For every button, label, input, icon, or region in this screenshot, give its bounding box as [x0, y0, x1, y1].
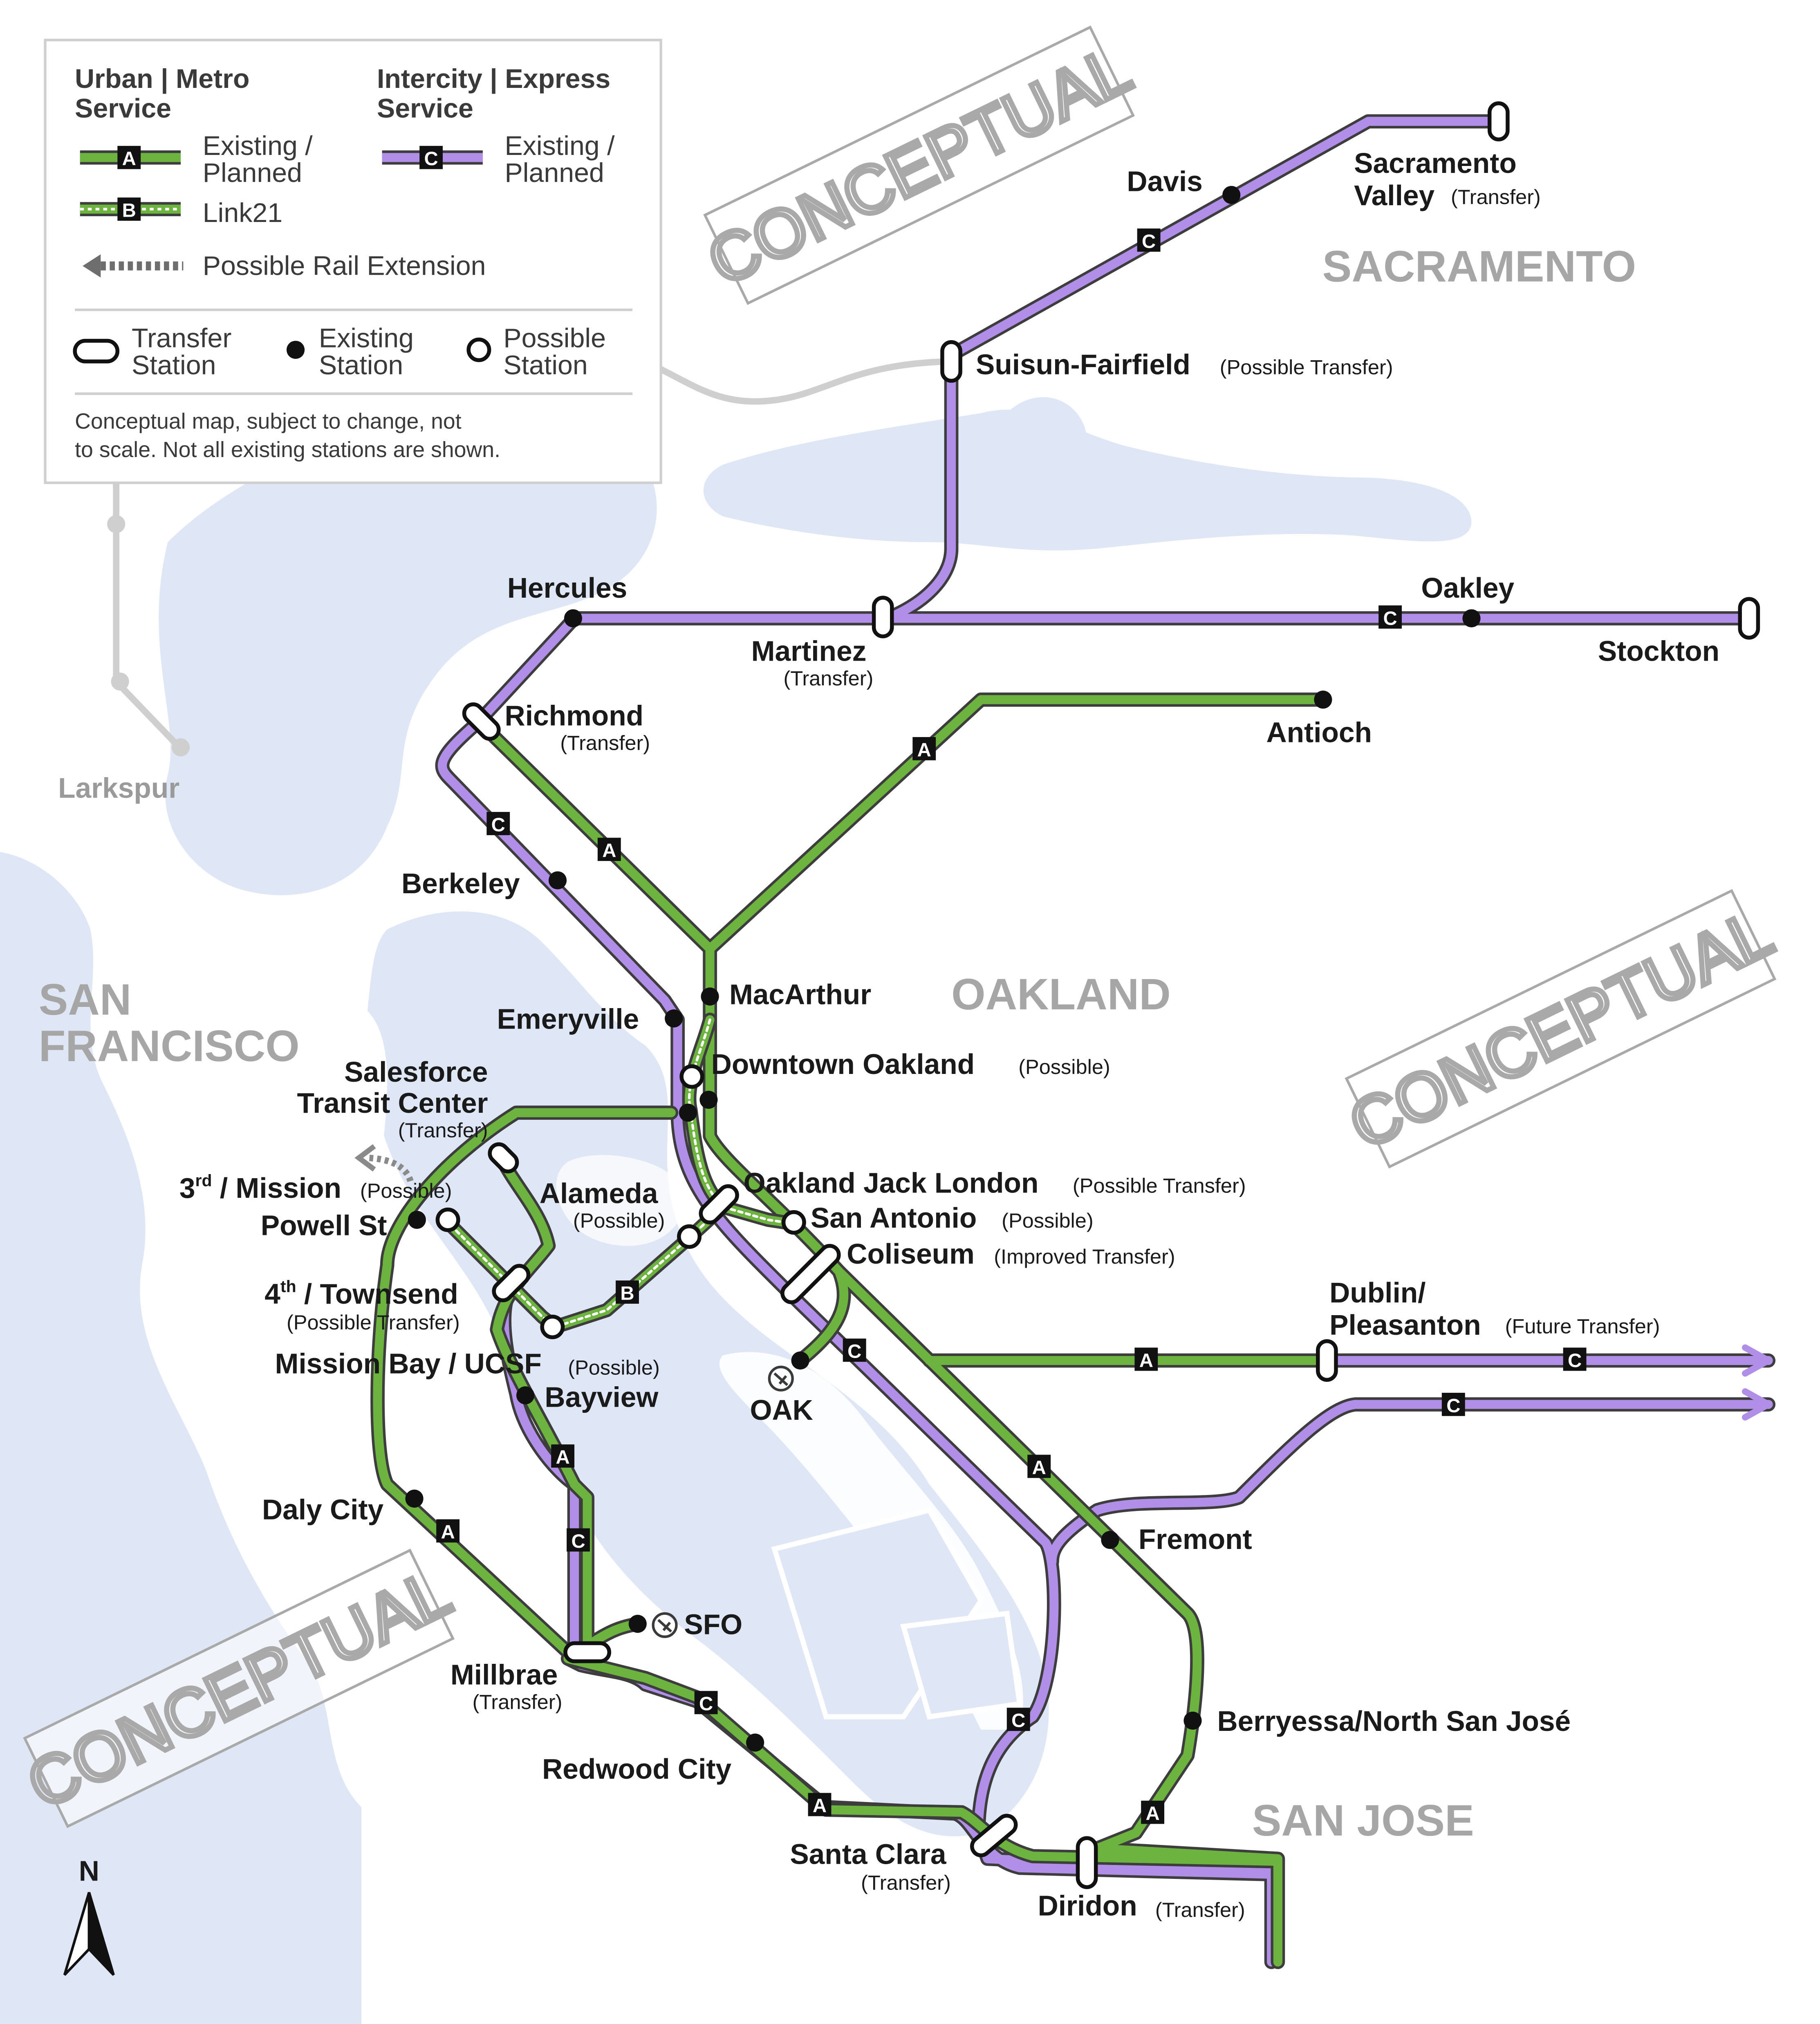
svg-text:A: A — [813, 1795, 827, 1817]
svg-text:C: C — [847, 1341, 861, 1363]
svg-text:Antioch: Antioch — [1266, 717, 1372, 749]
svg-text:C: C — [699, 1693, 713, 1715]
svg-text:Alameda: Alameda — [540, 1177, 659, 1209]
svg-text:(Possible Transfer): (Possible Transfer) — [1220, 356, 1393, 379]
svg-text:(Improved Transfer): (Improved Transfer) — [994, 1245, 1175, 1268]
svg-text:Redwood City: Redwood City — [542, 1753, 731, 1785]
svg-text:Davis: Davis — [1127, 165, 1202, 197]
svg-text:San Antonio: San Antonio — [811, 1202, 977, 1234]
svg-text:Coliseum: Coliseum — [847, 1238, 975, 1270]
svg-text:Oakley: Oakley — [1421, 572, 1514, 604]
svg-text:(Possible Transfer): (Possible Transfer) — [1073, 1174, 1246, 1197]
north-arrow: N — [63, 1855, 115, 1976]
svg-text:(Transfer): (Transfer) — [398, 1118, 488, 1142]
svg-text:C: C — [1383, 607, 1397, 629]
svg-text:C: C — [1011, 1710, 1025, 1732]
svg-text:(Transfer): (Transfer) — [560, 731, 650, 755]
svg-text:Suisun-Fairfield: Suisun-Fairfield — [976, 349, 1190, 381]
svg-text:Link21: Link21 — [203, 198, 282, 228]
svg-text:Fremont: Fremont — [1139, 1523, 1252, 1555]
region-oakland: OAKLAND — [951, 970, 1171, 1019]
svg-text:Daly City: Daly City — [262, 1493, 384, 1525]
svg-text:(Transfer): (Transfer) — [861, 1871, 951, 1894]
svg-text:Powell St: Powell St — [261, 1210, 387, 1242]
svg-text:A: A — [556, 1447, 570, 1468]
svg-text:B: B — [122, 200, 136, 222]
svg-text:(Future Transfer): (Future Transfer) — [1505, 1315, 1660, 1338]
region-sacramento: SACRAMENTO — [1322, 242, 1636, 291]
svg-text:C: C — [571, 1531, 585, 1552]
svg-text:A: A — [1032, 1457, 1046, 1479]
svg-text:(Transfer): (Transfer) — [1155, 1898, 1245, 1921]
svg-text:Berryessa/North San José: Berryessa/North San José — [1217, 1705, 1571, 1737]
svg-text:Mission Bay / UCSF: Mission Bay / UCSF — [275, 1348, 542, 1380]
svg-text:C: C — [1568, 1350, 1582, 1372]
svg-text:A: A — [122, 148, 136, 170]
airport-icon — [652, 1612, 678, 1638]
svg-text:A: A — [1145, 1803, 1159, 1825]
label-dublin: Dublin/Pleasanton — [1329, 1277, 1481, 1341]
svg-text:(Transfer): (Transfer) — [473, 1690, 563, 1714]
svg-text:Downtown Oakland: Downtown Oakland — [711, 1048, 975, 1080]
legend-existing-planned-intercity: Existing /Planned — [505, 131, 615, 188]
svg-text:A: A — [1139, 1350, 1153, 1372]
svg-text:(Transfer): (Transfer) — [784, 667, 874, 690]
svg-text:Hercules: Hercules — [507, 572, 627, 604]
svg-text:Emeryville: Emeryville — [497, 1003, 639, 1035]
svg-text:B: B — [620, 1283, 634, 1305]
svg-text:Diridon: Diridon — [1038, 1890, 1137, 1922]
svg-text:(Possible): (Possible) — [1002, 1209, 1094, 1232]
svg-text:SFO: SFO — [684, 1608, 742, 1640]
svg-text:OAK: OAK — [750, 1394, 813, 1426]
svg-text:C: C — [1142, 231, 1156, 252]
svg-text:Martinez: Martinez — [751, 635, 867, 667]
existing-gray-lines — [107, 358, 949, 757]
svg-text:(Possible): (Possible) — [360, 1179, 452, 1202]
svg-text:A: A — [602, 840, 616, 862]
legend-existing-planned-urban: Existing /Planned — [203, 131, 313, 188]
svg-text:A: A — [917, 739, 931, 761]
svg-text:A: A — [441, 1522, 455, 1543]
svg-text:C: C — [1446, 1395, 1460, 1417]
svg-text:Richmond: Richmond — [505, 700, 644, 732]
line-badges: C C A C A B C A C C A A A C C C A A — [436, 228, 1587, 1825]
svg-text:N: N — [79, 1855, 99, 1887]
svg-text:(Possible): (Possible) — [573, 1209, 665, 1232]
svg-text:4th / Townsend: 4th / Townsend — [264, 1277, 458, 1310]
svg-text:C: C — [491, 814, 505, 836]
svg-text:Possible Rail Extension: Possible Rail Extension — [203, 251, 486, 281]
svg-text:Bayview: Bayview — [545, 1381, 659, 1413]
svg-text:(Transfer): (Transfer) — [1451, 185, 1541, 208]
possible-rail-extension — [354, 1144, 414, 1182]
station-markers — [405, 101, 1760, 1889]
svg-text:MacArthur: MacArthur — [729, 979, 871, 1011]
svg-text:Berkeley: Berkeley — [401, 867, 520, 899]
urban-lines — [370, 693, 1337, 1969]
region-san-jose: SAN JOSE — [1252, 1796, 1474, 1845]
svg-text:Santa Clara: Santa Clara — [790, 1838, 947, 1870]
svg-text:(Possible Transfer): (Possible Transfer) — [287, 1311, 460, 1334]
airport-icon — [768, 1365, 794, 1392]
svg-text:Larkspur: Larkspur — [58, 772, 179, 804]
svg-text:C: C — [424, 148, 438, 170]
svg-text:(Possible): (Possible) — [568, 1356, 660, 1379]
svg-text:Oakland Jack London: Oakland Jack London — [744, 1167, 1039, 1199]
svg-text:(Possible): (Possible) — [1018, 1055, 1110, 1078]
svg-text:Millbrae: Millbrae — [451, 1659, 558, 1691]
svg-text:Stockton: Stockton — [1598, 635, 1719, 667]
